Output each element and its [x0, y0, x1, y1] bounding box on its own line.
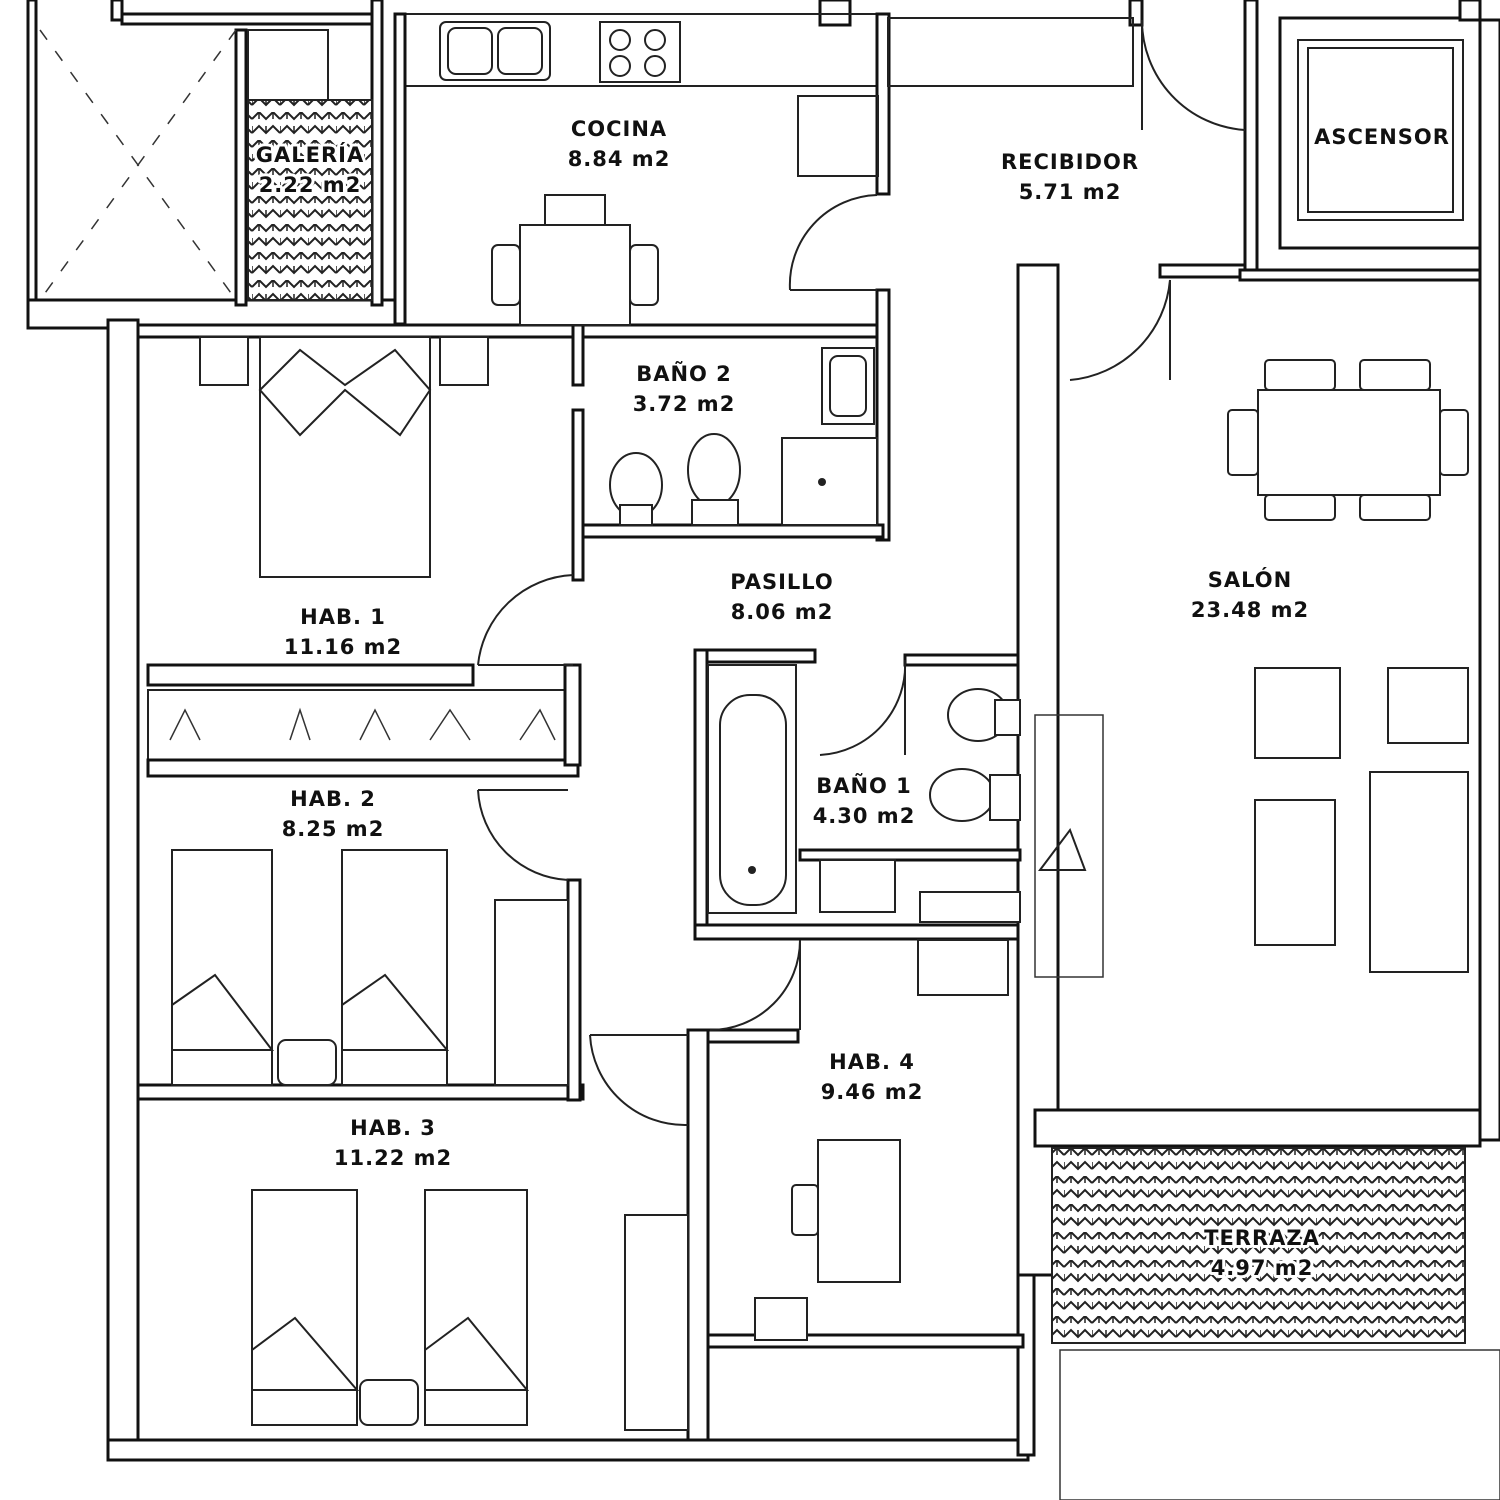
room-labels: COCINA 8.84 m2 GALERÍA 2.22 m2 RECIBIDOR…	[253, 114, 1452, 1283]
hab2-furniture	[171, 789, 569, 1086]
hab1-area: 11.16 m2	[284, 635, 402, 659]
salon-area: 23.48 m2	[1191, 598, 1309, 622]
hab1-name: HAB. 1	[300, 605, 386, 629]
hab3-furniture	[251, 1034, 689, 1431]
bano2-name: BAÑO 2	[636, 361, 732, 386]
hab3-name: HAB. 3	[350, 1116, 436, 1140]
bano1-area: 4.30 m2	[813, 804, 916, 828]
hab4-area: 9.46 m2	[821, 1080, 924, 1104]
hab1-furniture	[169, 336, 574, 741]
cocina-area: 8.84 m2	[568, 147, 671, 171]
hab2-area: 8.25 m2	[282, 817, 385, 841]
hab4-name: HAB. 4	[829, 1050, 915, 1074]
hab2-name: HAB. 2	[290, 787, 376, 811]
hab3-area: 11.22 m2	[334, 1146, 452, 1170]
galeria-area: 2.22 m2	[259, 173, 362, 197]
bano1-fixtures	[707, 659, 1021, 1031]
cocina-name: COCINA	[571, 117, 667, 141]
galeria-area	[39, 29, 373, 301]
terraza-area	[1051, 1147, 1466, 1344]
hab4-furniture	[754, 1139, 901, 1341]
recibidor-doors	[1069, 19, 1464, 381]
ascensor-name: ASCENSOR	[1314, 125, 1450, 149]
salon-furniture	[917, 359, 1469, 996]
cocina-furniture	[439, 21, 878, 326]
pasillo-name: PASILLO	[730, 570, 834, 594]
walls	[26, 0, 1500, 1500]
salon-name: SALÓN	[1208, 567, 1292, 592]
recibidor-area: 5.71 m2	[1019, 180, 1122, 204]
terraza-area: 4.97 m2	[1211, 1256, 1314, 1280]
galeria-name: GALERÍA	[256, 142, 364, 167]
pasillo-area: 8.06 m2	[731, 600, 834, 624]
bano2-fixtures	[609, 347, 878, 526]
bano1-name: BAÑO 1	[816, 773, 912, 798]
bano2-area: 3.72 m2	[633, 392, 736, 416]
recibidor-name: RECIBIDOR	[1001, 150, 1139, 174]
terraza-name: TERRAZA	[1204, 1226, 1320, 1250]
